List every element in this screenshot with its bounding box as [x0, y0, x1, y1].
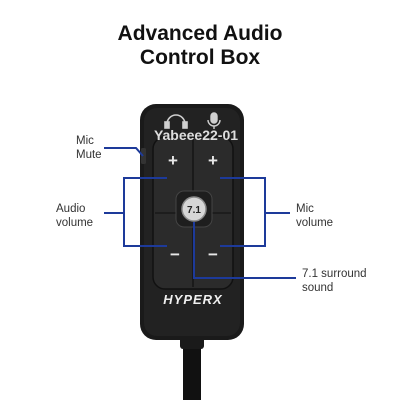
hyperx-logo: HYPERX: [163, 292, 223, 307]
surround-button[interactable]: [181, 196, 207, 222]
mic-volume-label-line2: volume: [296, 217, 334, 229]
audio-volume-minus-button[interactable]: −: [170, 245, 180, 264]
mic-mute-switch[interactable]: [141, 148, 146, 164]
headphones-icon: [164, 114, 188, 129]
mic-mute-label-line2: Mute: [76, 149, 102, 161]
page-title-line1: Advanced Audio: [117, 22, 283, 45]
surround-label-line2: sound: [302, 282, 334, 294]
audio-volume-label-line2: volume: [56, 217, 94, 229]
cable: [183, 340, 201, 400]
audio-volume-plus-button[interactable]: +: [168, 151, 178, 170]
page-title-line2: Control Box: [139, 46, 261, 69]
mic-volume-minus-button[interactable]: −: [208, 245, 218, 264]
microphone-icon: [207, 112, 221, 129]
mic-mute-label-line1: Mic: [76, 135, 94, 147]
audio-volume-label-line1: Audio: [56, 203, 86, 215]
callout-lines: [104, 147, 296, 279]
mic-volume-label-line1: Mic: [296, 203, 314, 215]
surround-label-line1: 7.1 surround: [302, 268, 367, 280]
watermark-text: Yabeee22-01: [154, 127, 238, 143]
mic-volume-plus-button[interactable]: +: [208, 151, 218, 170]
surround-button-label: 7.1: [187, 205, 201, 216]
